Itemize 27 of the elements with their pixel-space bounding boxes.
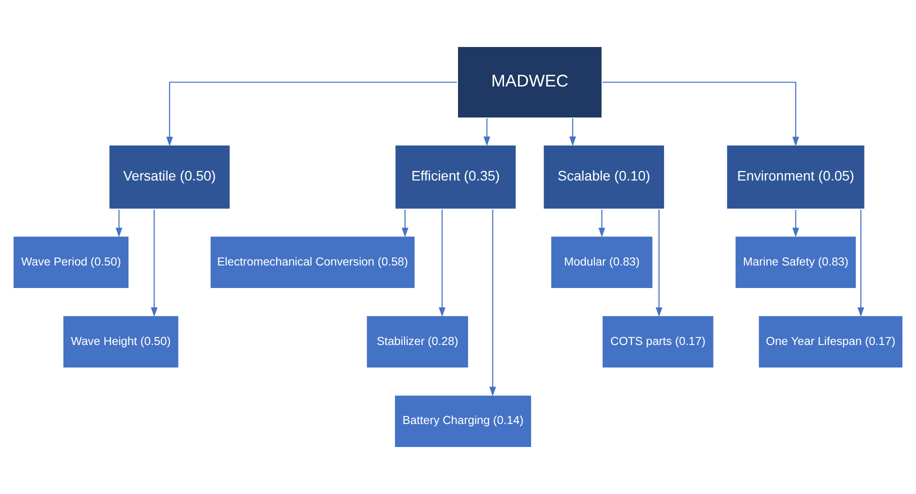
arrow [602, 82, 800, 146]
arrow [116, 210, 122, 238]
node-box: One Year Lifespan (0.17) [757, 314, 904, 370]
arrow [489, 210, 496, 396]
node-box: Electromechanical Conversion (0.58) [209, 235, 416, 290]
arrow [569, 118, 576, 146]
arrow [402, 210, 408, 238]
arrow [598, 210, 606, 238]
arrow [150, 210, 158, 317]
node-box: Wave Period (0.50) [12, 235, 130, 290]
arrow [438, 210, 446, 317]
node-box: Wave Height (0.50) [62, 314, 180, 370]
node-box: Versatile (0.50) [108, 144, 232, 210]
arrow [484, 118, 490, 146]
arrow [792, 210, 800, 238]
node-box: Marine Safety (0.83) [734, 235, 858, 290]
arrow [656, 210, 662, 317]
node-box: Environment (0.05) [726, 144, 866, 210]
node-box: Stabilizer (0.28) [365, 314, 470, 370]
node-box: Scalable (0.10) [542, 144, 666, 210]
arrow [858, 210, 864, 317]
node-box: Efficient (0.35) [394, 144, 518, 210]
node-box: COTS parts (0.17) [601, 314, 715, 370]
node-box: Modular (0.83) [550, 235, 654, 290]
arrow [166, 82, 457, 146]
node-box: Battery Charging (0.14) [393, 394, 533, 449]
node-box: MADWEC [456, 45, 604, 120]
